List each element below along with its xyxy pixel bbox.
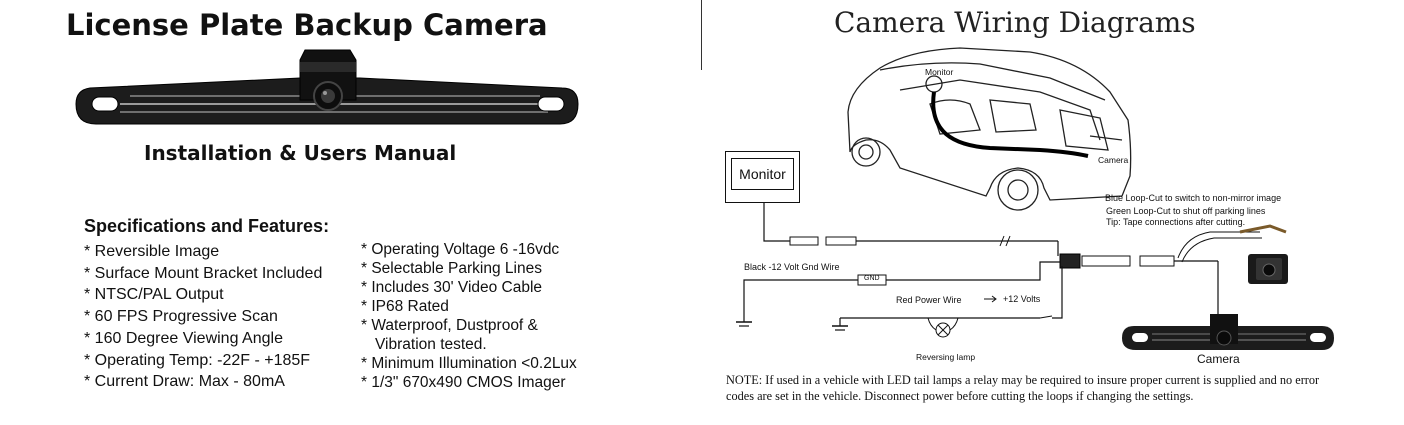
spec-item: * Waterproof, Dustproof &: [361, 317, 538, 334]
monitor-label: Monitor: [731, 158, 794, 190]
spec-item: * Reversible Image: [84, 243, 220, 260]
specs-heading: Specifications and Features:: [84, 216, 330, 236]
loop-tip-note: Tip: Tape connections after cutting.: [1106, 217, 1246, 227]
camera-bracket-small: [1122, 314, 1334, 350]
spec-item: * 160 Degree Viewing Angle: [84, 329, 283, 347]
ground-wire-label: Black -12 Volt Gnd Wire: [744, 262, 840, 272]
specs-list-left: * Reversible Image * Surface Mount Brack…: [84, 241, 322, 393]
spec-item: * Includes 30' Video Cable: [361, 279, 543, 296]
camera-head-image: [1239, 224, 1288, 284]
wiring-title: Camera Wiring Diagrams: [834, 6, 1196, 39]
specs-list-right: * Operating Voltage 6 -16vdc * Selectabl…: [361, 240, 577, 392]
reversing-lamp-label: Reversing lamp: [916, 352, 976, 362]
wiring-note: NOTE: If used in a vehicle with LED tail…: [726, 373, 1320, 403]
product-title: License Plate Backup Camera: [66, 8, 548, 42]
page-divider: [701, 0, 702, 70]
spec-item: * Selectable Parking Lines: [361, 260, 542, 277]
gnd-tag: GND: [864, 275, 880, 282]
spec-item: * Operating Voltage 6 -16vdc: [361, 241, 560, 258]
spec-item: * IP68 Rated: [361, 298, 449, 315]
spec-item: * Current Draw: Max - 80mA: [84, 373, 285, 391]
spec-item: * 60 FPS Progressive Scan: [84, 308, 278, 326]
volts-label: +12 Volts: [1003, 294, 1041, 304]
spec-item: * Surface Mount Bracket Included: [84, 264, 323, 282]
car-camera-label: Camera: [1098, 155, 1129, 165]
spec-item: * 1/3" 670x490 CMOS Imager: [361, 374, 566, 391]
car-illustration: [847, 47, 1132, 211]
camera-label: Camera: [1197, 352, 1240, 366]
monitor-box: Monitor: [725, 151, 800, 203]
camera-bracket-image: [75, 49, 579, 125]
spec-item-continuation: Vibration tested.: [375, 336, 487, 353]
spec-item: * Operating Temp: -22F - +185F: [84, 351, 311, 369]
car-monitor-label: Monitor: [925, 67, 954, 77]
spec-item: * Minimum Illumination <0.2Lux: [361, 355, 577, 372]
loop-blue-note: Blue Loop-Cut to switch to non-mirror im…: [1105, 193, 1282, 203]
spec-item: * NTSC/PAL Output: [84, 286, 224, 304]
loop-green-note: Green Loop-Cut to shut off parking lines: [1106, 206, 1266, 216]
power-wire-label: Red Power Wire: [896, 295, 962, 305]
manual-title: Installation & Users Manual: [144, 141, 457, 165]
